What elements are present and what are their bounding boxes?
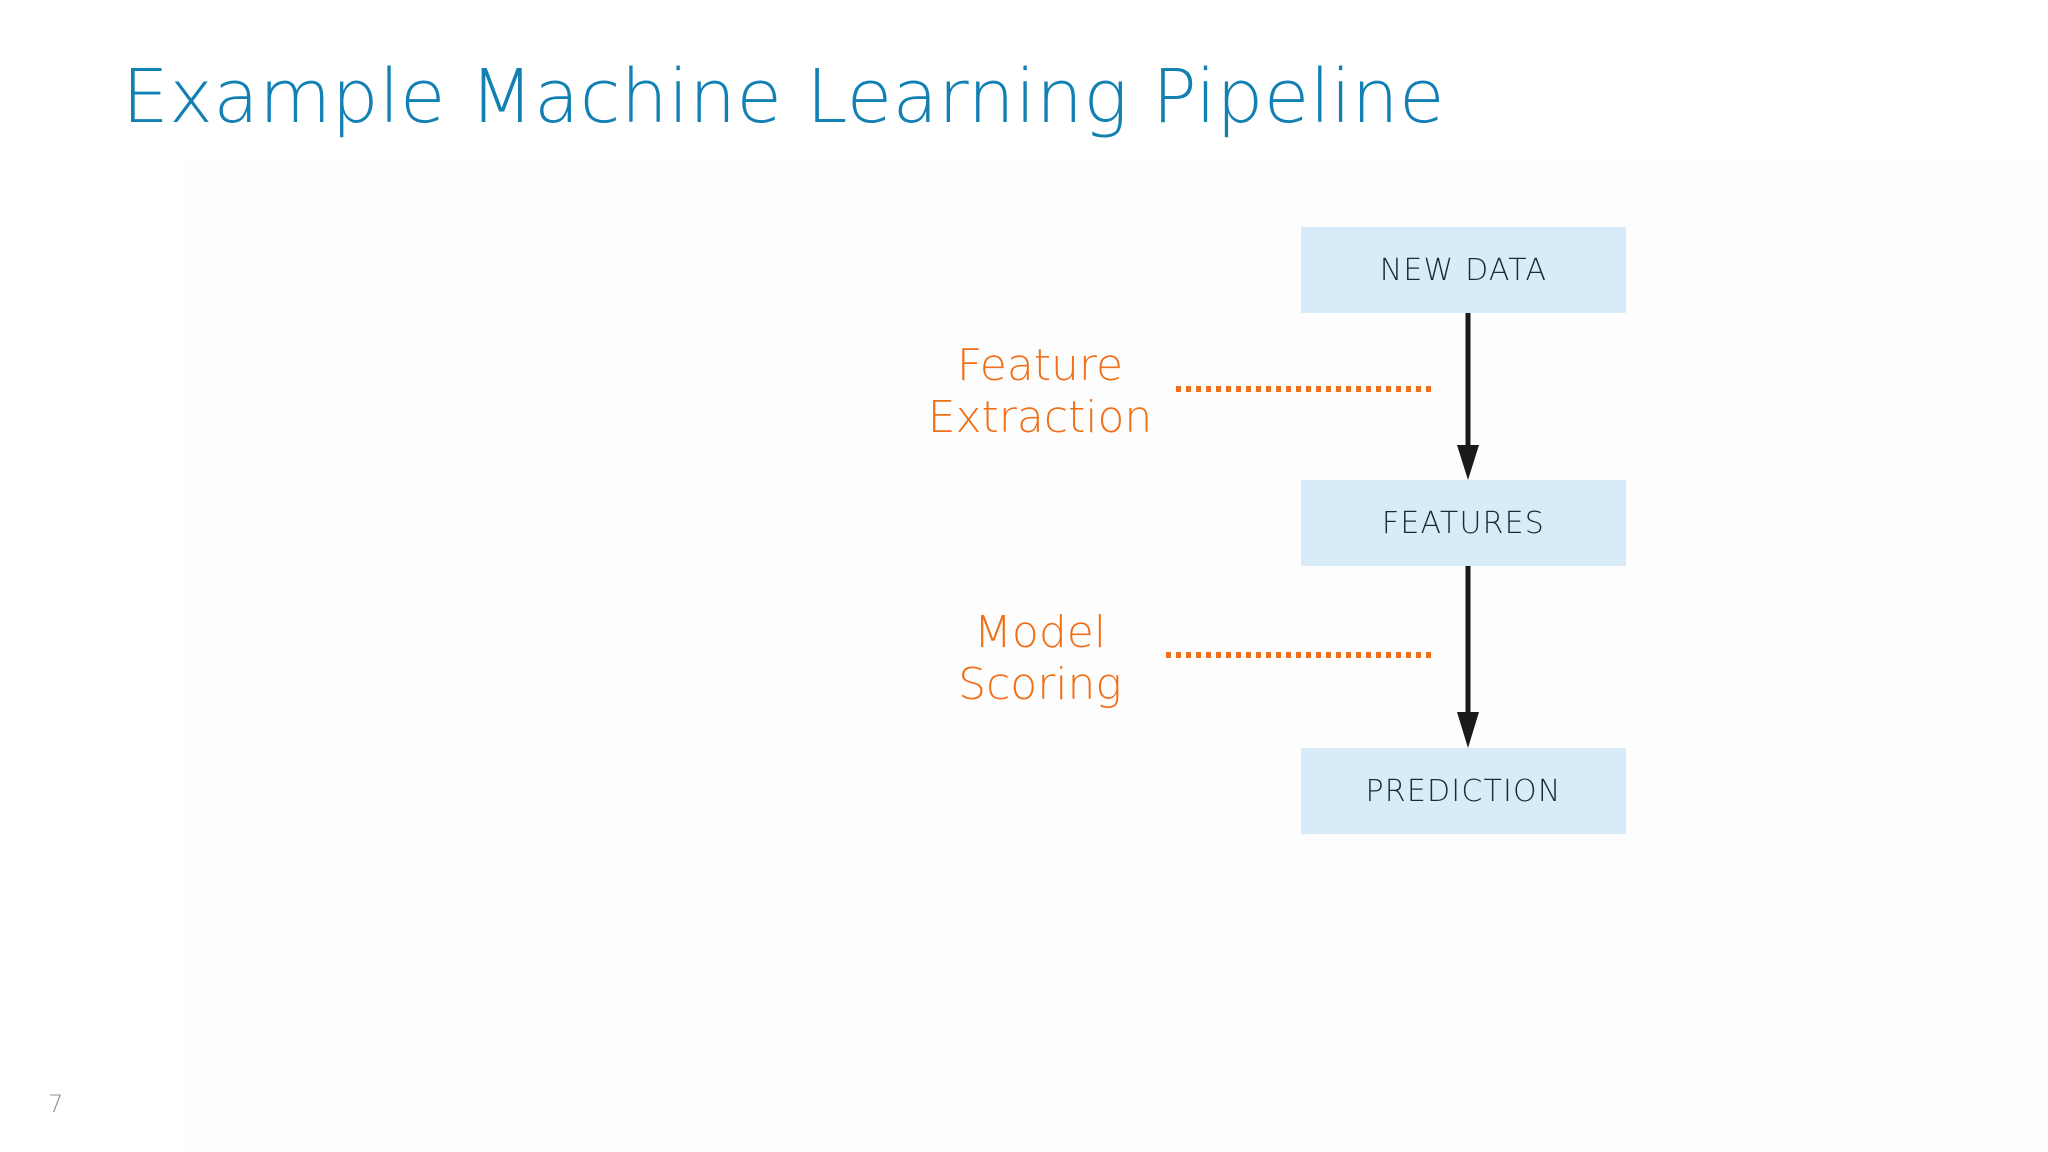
page-number: 7 — [48, 1090, 64, 1118]
stage-label-line-2: Scoring — [958, 658, 1122, 710]
stage-label-line-1: Model — [973, 607, 1107, 658]
stage-label-feature-extraction: Feature Extraction — [875, 340, 1205, 444]
flow-node-features[interactable]: FEATURES — [1301, 480, 1626, 566]
page-title: Example Machine Learning Pipeline — [122, 54, 1445, 140]
flow-node-label: PREDICTION — [1365, 773, 1562, 809]
stage-label-model-scoring: Model Scoring — [875, 607, 1205, 711]
arrow-new-data-to-features-icon — [1452, 313, 1484, 480]
dotted-connector-feature-extraction-icon — [1176, 386, 1436, 392]
arrow-features-to-prediction-icon — [1452, 566, 1484, 748]
flow-node-label: FEATURES — [1381, 505, 1546, 541]
dotted-connector-model-scoring-icon — [1166, 652, 1436, 658]
slide-content-panel — [185, 160, 2048, 1152]
stage-label-line-1: Feature — [956, 340, 1124, 391]
flow-node-label: NEW DATA — [1379, 252, 1548, 288]
flow-node-prediction[interactable]: PREDICTION — [1301, 748, 1626, 834]
flow-node-new-data[interactable]: NEW DATA — [1301, 227, 1626, 313]
stage-label-line-2: Extraction — [927, 391, 1153, 443]
